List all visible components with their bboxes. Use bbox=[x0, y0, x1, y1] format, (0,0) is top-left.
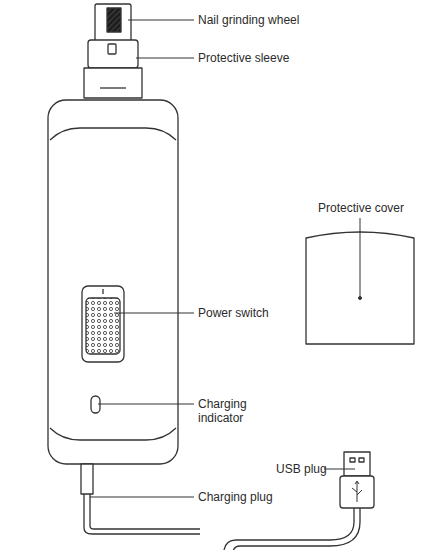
switch-mark bbox=[102, 289, 103, 294]
leader-line bbox=[98, 404, 194, 405]
leader-line bbox=[90, 497, 194, 498]
collar-groove bbox=[100, 87, 126, 88]
switch-grip bbox=[86, 298, 120, 354]
grinder-body bbox=[48, 100, 178, 464]
leader-line bbox=[360, 218, 361, 298]
usb-body bbox=[340, 476, 374, 508]
power-switch bbox=[82, 286, 124, 362]
part-label: Protective cover bbox=[318, 201, 404, 215]
cable bbox=[90, 494, 200, 529]
collar bbox=[84, 68, 142, 98]
leader-line bbox=[114, 313, 194, 314]
usb-symbol bbox=[352, 481, 362, 502]
cable bbox=[84, 494, 200, 534]
sleeve-slot bbox=[108, 44, 116, 54]
part-label: USB plug bbox=[276, 462, 327, 476]
usb-cable bbox=[224, 508, 354, 550]
leader-dot bbox=[359, 297, 362, 300]
part-label: Protective sleeve bbox=[198, 51, 289, 65]
usb-cable bbox=[233, 508, 360, 550]
leader-line bbox=[136, 58, 194, 59]
part-label: Nail grinding wheel bbox=[198, 13, 299, 27]
usb-metal bbox=[344, 452, 370, 476]
wheel-knurl bbox=[107, 8, 121, 32]
grinding-wheel bbox=[95, 4, 131, 42]
part-label: Charging plug bbox=[198, 490, 273, 504]
body-band-bottom bbox=[50, 428, 176, 440]
leader-line bbox=[128, 20, 194, 21]
charging-plug bbox=[81, 464, 93, 494]
usb-hole bbox=[359, 458, 364, 462]
protective-sleeve bbox=[88, 40, 138, 68]
body-band-top bbox=[50, 128, 176, 140]
usb-hole bbox=[350, 458, 355, 462]
part-label: Power switch bbox=[198, 306, 269, 320]
leader-line bbox=[324, 469, 355, 470]
part-label: Charging indicator bbox=[198, 397, 276, 425]
